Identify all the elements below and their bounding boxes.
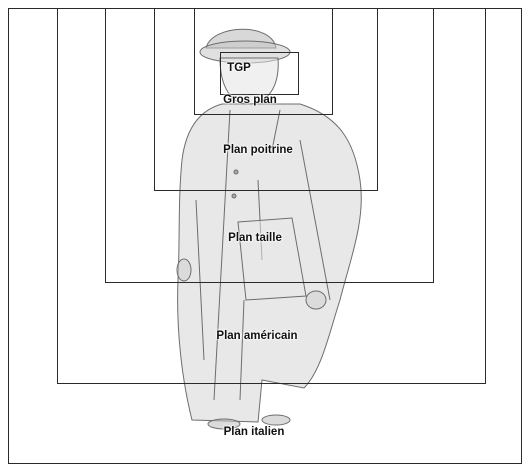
label-plan-taille: Plan taille — [228, 232, 282, 244]
label-plan-poitrine: Plan poitrine — [223, 144, 293, 156]
label-plan-italien: Plan italien — [224, 426, 285, 438]
label-plan-americain: Plan américain — [216, 330, 297, 342]
label-tgp: TGP — [227, 62, 251, 74]
label-gros-plan: Gros plan — [223, 94, 277, 106]
